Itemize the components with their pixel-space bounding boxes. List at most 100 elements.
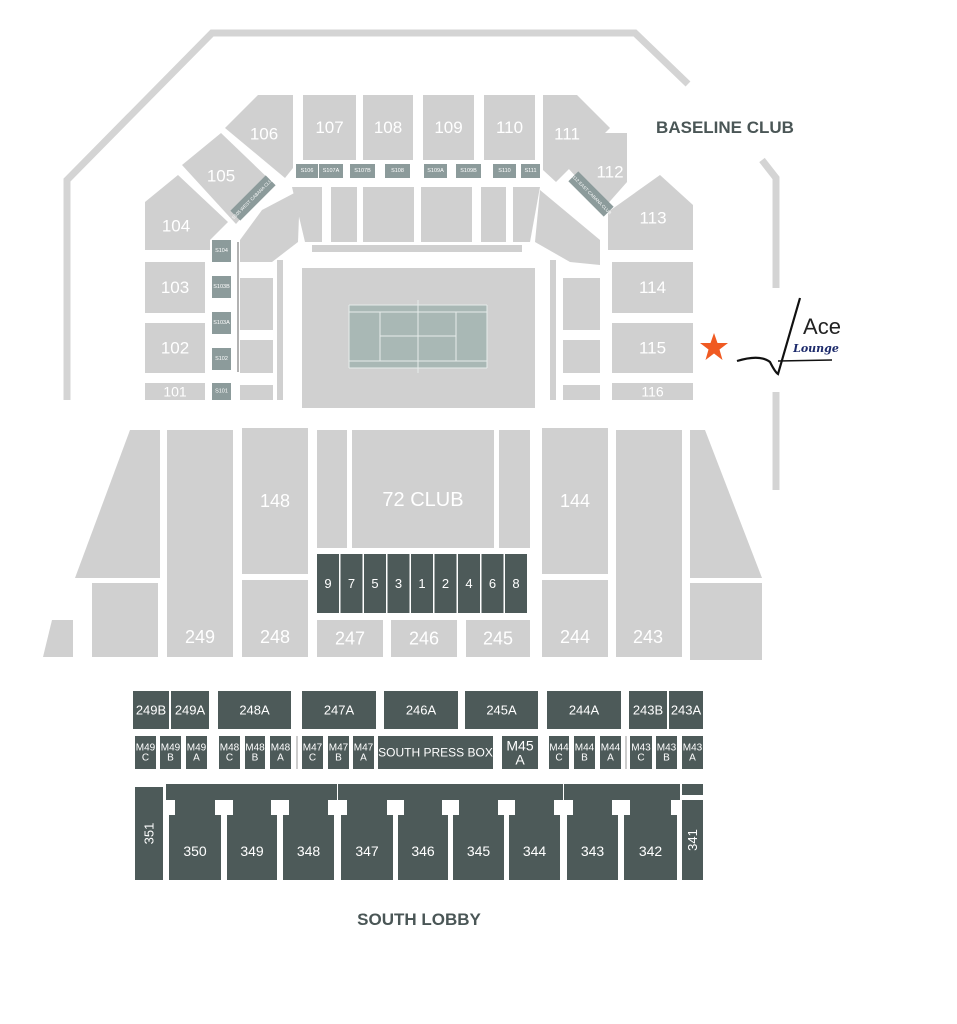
suite-s106[interactable]: S106: [296, 164, 318, 178]
box-m45a-shape[interactable]: [502, 736, 538, 769]
box-m49b-shape[interactable]: [160, 736, 181, 769]
section-111[interactable]: 111: [543, 95, 610, 182]
box-m43a-shape[interactable]: [682, 736, 703, 769]
section-351-shape[interactable]: [135, 787, 163, 880]
suite-s110-shape[interactable]: [493, 164, 516, 178]
section-109-shape[interactable]: [423, 95, 474, 160]
section-243[interactable]: 243: [616, 430, 682, 657]
section-102-shape[interactable]: [145, 323, 205, 373]
section-112-shape[interactable]: [568, 133, 627, 208]
section-104[interactable]: 104: [145, 175, 228, 250]
box-m48a-shape[interactable]: [270, 736, 291, 769]
section-114[interactable]: 114: [612, 262, 693, 313]
section-243-shape[interactable]: [616, 430, 682, 657]
section-101-shape[interactable]: [145, 383, 205, 400]
section-350[interactable]: 350: [166, 784, 224, 880]
box-248a[interactable]: 248A: [218, 691, 291, 729]
box-m49a-shape[interactable]: [186, 736, 207, 769]
section-244[interactable]: 244: [542, 580, 608, 657]
section-342[interactable]: 342: [621, 784, 680, 880]
section-112[interactable]: 112: [568, 133, 627, 208]
courtside-box-1[interactable]: 1: [411, 554, 433, 613]
section-246[interactable]: 246: [391, 620, 457, 657]
section-114-shape[interactable]: [612, 262, 693, 313]
section-245[interactable]: 245: [466, 620, 530, 657]
box-243b-shape[interactable]: [629, 691, 667, 729]
box-249b[interactable]: 249B: [133, 691, 169, 729]
courtside-box-3[interactable]: 3: [387, 554, 410, 613]
suite-s102-shape[interactable]: [212, 348, 231, 370]
courtside-box-5[interactable]: 5: [364, 554, 386, 613]
suite-s107b-shape[interactable]: [350, 164, 375, 178]
box-249b-shape[interactable]: [133, 691, 169, 729]
box-246a[interactable]: 246A: [384, 691, 458, 729]
suite-s108-shape[interactable]: [385, 164, 410, 178]
section-144-shape[interactable]: [542, 428, 608, 574]
courtside-box-6-shape[interactable]: [481, 554, 504, 613]
section-101[interactable]: 101: [145, 383, 205, 400]
section-148-shape[interactable]: [242, 428, 308, 574]
section-109[interactable]: 109: [423, 95, 474, 160]
courtside-box-7-shape[interactable]: [340, 554, 363, 613]
box-243a-shape[interactable]: [669, 691, 703, 729]
section-107[interactable]: 107: [303, 95, 356, 160]
suite-s110[interactable]: S110: [493, 164, 516, 178]
box-m48b-shape[interactable]: [245, 736, 265, 769]
section-72-club-shape[interactable]: [352, 430, 494, 548]
section-244-shape[interactable]: [542, 580, 608, 657]
section-144[interactable]: 144: [542, 428, 608, 574]
section-346[interactable]: 346: [395, 784, 451, 880]
courtside-box-3-shape[interactable]: [387, 554, 410, 613]
section-108[interactable]: 108: [363, 95, 413, 160]
south-press-box[interactable]: SOUTH PRESS BOX: [378, 736, 493, 769]
suite-s107a[interactable]: S107A: [319, 164, 343, 178]
courtside-box-4-shape[interactable]: [458, 554, 480, 613]
box-m44c-shape[interactable]: [549, 736, 569, 769]
suite-s109b[interactable]: S109B: [456, 164, 481, 178]
box-246a-shape[interactable]: [384, 691, 458, 729]
courtside-box-7[interactable]: 7: [340, 554, 363, 613]
section-108-shape[interactable]: [363, 95, 413, 160]
box-m43b-shape[interactable]: [656, 736, 677, 769]
suite-s111[interactable]: S111: [521, 164, 540, 178]
section-248-shape[interactable]: [242, 580, 308, 657]
section-107-shape[interactable]: [303, 95, 356, 160]
courtside-box-4[interactable]: 4: [458, 554, 480, 613]
section-148[interactable]: 148: [242, 428, 308, 574]
section-115[interactable]: 115: [612, 323, 693, 373]
box-m43c-shape[interactable]: [630, 736, 652, 769]
section-249[interactable]: 249: [167, 430, 233, 657]
suite-s107a-shape[interactable]: [319, 164, 343, 178]
suite-s103a[interactable]: S103A: [212, 312, 231, 334]
courtside-box-8[interactable]: 8: [505, 554, 527, 613]
section-106[interactable]: 106: [225, 95, 293, 178]
section-247-shape[interactable]: [317, 620, 383, 657]
box-249a[interactable]: 249A: [171, 691, 209, 729]
courtside-box-9-shape[interactable]: [317, 554, 339, 613]
section-113[interactable]: 113: [608, 175, 693, 250]
suite-s102[interactable]: S102: [212, 348, 231, 370]
box-m47c-shape[interactable]: [302, 736, 323, 769]
section-106-shape[interactable]: [225, 95, 293, 178]
suite-s104-shape[interactable]: [212, 240, 231, 262]
section-347[interactable]: 347: [338, 784, 396, 880]
courtside-box-2-shape[interactable]: [434, 554, 457, 613]
box-m48c-shape[interactable]: [219, 736, 240, 769]
section-344[interactable]: 344: [506, 784, 563, 880]
section-341-shape[interactable]: [682, 800, 703, 880]
courtside-box-8-shape[interactable]: [505, 554, 527, 613]
section-351[interactable]: 351: [135, 787, 163, 880]
box-m49c-shape[interactable]: [135, 736, 156, 769]
section-104-shape[interactable]: [145, 175, 228, 250]
